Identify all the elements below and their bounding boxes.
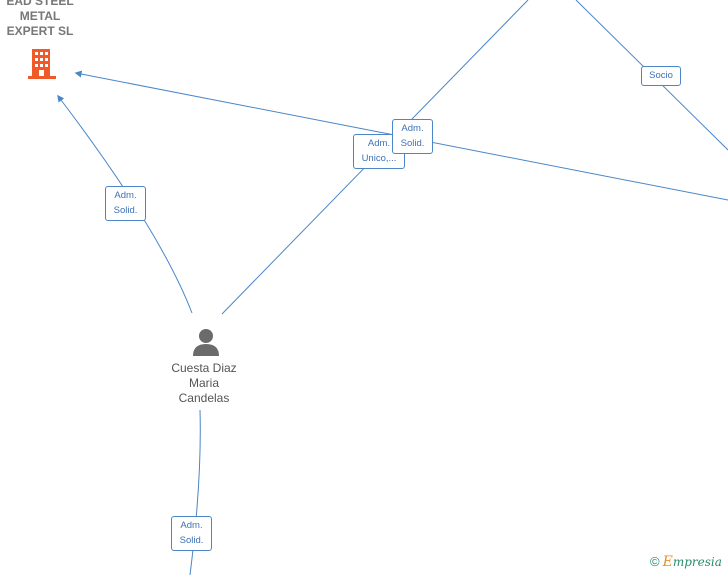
edge-label-adm-solid[interactable]: Adm. Solid. xyxy=(392,119,433,154)
edge-label-line: Adm. xyxy=(180,520,203,531)
edge-label-line: Adm. xyxy=(401,123,424,134)
edge-label-adm-solid[interactable]: Adm. Solid. xyxy=(171,516,212,551)
edge-label-line: Adm. xyxy=(367,138,391,149)
empresia-logo: ©Empresia xyxy=(650,554,722,570)
edge-label-line: Socio xyxy=(649,70,673,81)
company-name-line: METAL xyxy=(19,9,61,23)
brand-rest: mpresia xyxy=(672,555,722,569)
person-name[interactable]: Cuesta Diaz Maria Candelas xyxy=(154,361,254,406)
person-name-line: Candelas xyxy=(178,391,230,405)
person-icon[interactable] xyxy=(193,329,219,356)
copyright-symbol: © xyxy=(650,554,660,569)
edge-label-line: Solid. xyxy=(179,535,204,546)
edge-label-line: Solid. xyxy=(400,138,425,149)
brand-e: E xyxy=(662,554,673,570)
person-name-line: Cuesta Diaz xyxy=(171,361,237,375)
edge-label-line: Adm. xyxy=(114,190,137,201)
edge-person-to-offscreen-bottom xyxy=(189,409,201,575)
building-icon[interactable] xyxy=(28,48,56,80)
edge-label-line: Solid. xyxy=(113,205,138,216)
edge-label-line: Unico,... xyxy=(361,153,397,164)
company-name-line: EXPERT SL xyxy=(6,24,74,38)
person-name-line: Maria xyxy=(188,376,219,390)
edge-label-adm-solid[interactable]: Adm. Solid. xyxy=(105,186,146,221)
company-name-line: EAD STEEL xyxy=(6,0,74,8)
company-name[interactable]: EAD STEEL METAL EXPERT SL xyxy=(0,0,80,39)
edge-label-socio[interactable]: Socio xyxy=(641,66,681,86)
